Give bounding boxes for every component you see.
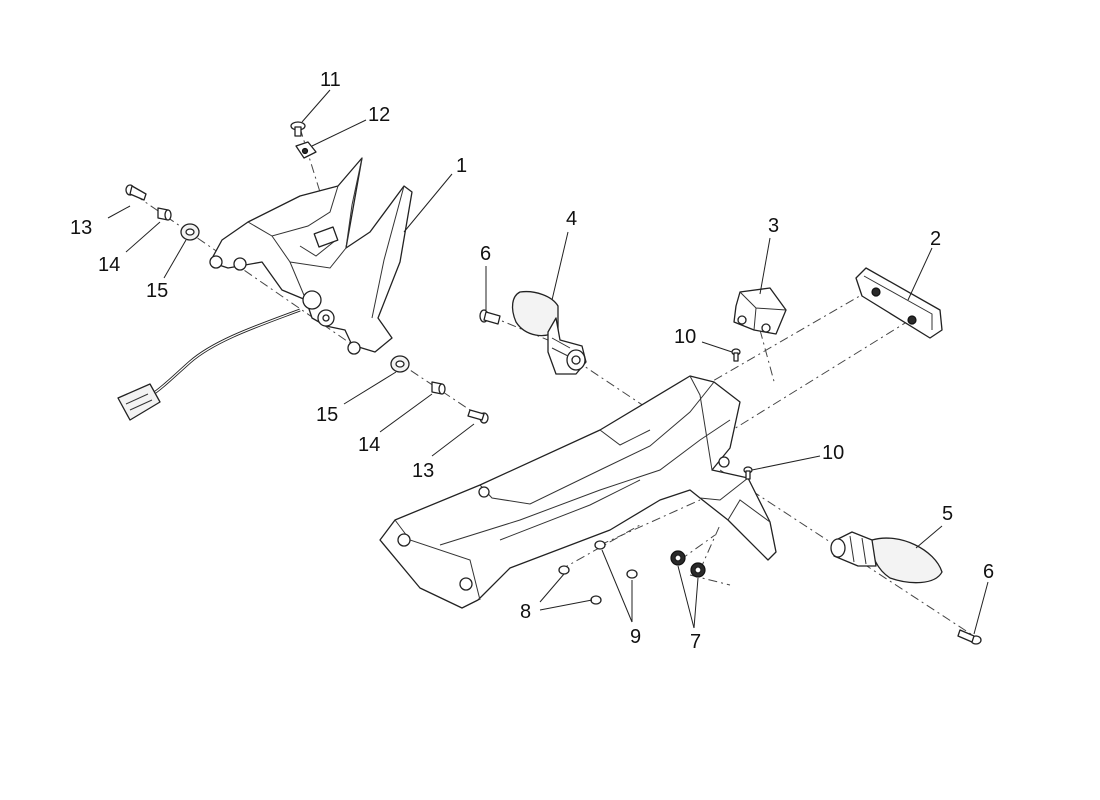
callout-labels: 1 2 3 4 5 6 6 7 8 9 10 10 11 12 13 13 14… [70,69,994,653]
spacer-14-upper [157,207,172,221]
callout-4: 4 [566,208,577,230]
part-1-tail-light-bracket [209,157,413,355]
callout-6-right: 6 [983,561,994,583]
callout-6-left: 6 [480,243,491,265]
callout-1: 1 [456,155,467,177]
callout-2: 2 [930,228,941,250]
callout-14-lower: 14 [358,434,380,456]
grommet-15-upper [180,223,200,241]
leader-lines [107,89,989,635]
callout-15-upper: 15 [146,280,168,302]
screw-13-upper [125,184,147,201]
callout-7: 7 [690,631,701,653]
part-5-turn-indicator-right [830,531,943,584]
wiring-harness-connector [117,308,301,421]
spacer-14-lower [431,381,446,395]
callout-3: 3 [768,215,779,237]
callout-9: 9 [630,626,641,648]
screw-13-lower [467,409,489,424]
callout-8: 8 [520,601,531,623]
part-4-turn-indicator-left [511,290,587,375]
callout-12: 12 [368,104,390,126]
callout-10-upper: 10 [674,326,696,348]
callout-11: 11 [320,69,341,91]
screw-10-upper [731,348,741,362]
screw-6-right [957,629,982,645]
nut-8 [558,565,602,605]
callout-14-upper: 14 [98,254,120,276]
clip-nut-12 [295,141,317,159]
rear-mudguard [379,375,777,609]
callout-13-lower: 13 [412,460,434,482]
part-3-reflector-bracket [733,287,787,335]
grommet-7 [670,550,706,578]
callout-10-lower: 10 [822,442,844,464]
washer-9 [594,540,638,579]
callout-5: 5 [942,503,953,525]
screw-11 [290,121,306,137]
screw-6-left [479,309,501,325]
callout-15-lower: 15 [316,404,338,426]
grommet-15-lower [390,355,410,373]
part-2-plate-light [855,267,943,339]
callout-13-upper: 13 [70,217,92,239]
